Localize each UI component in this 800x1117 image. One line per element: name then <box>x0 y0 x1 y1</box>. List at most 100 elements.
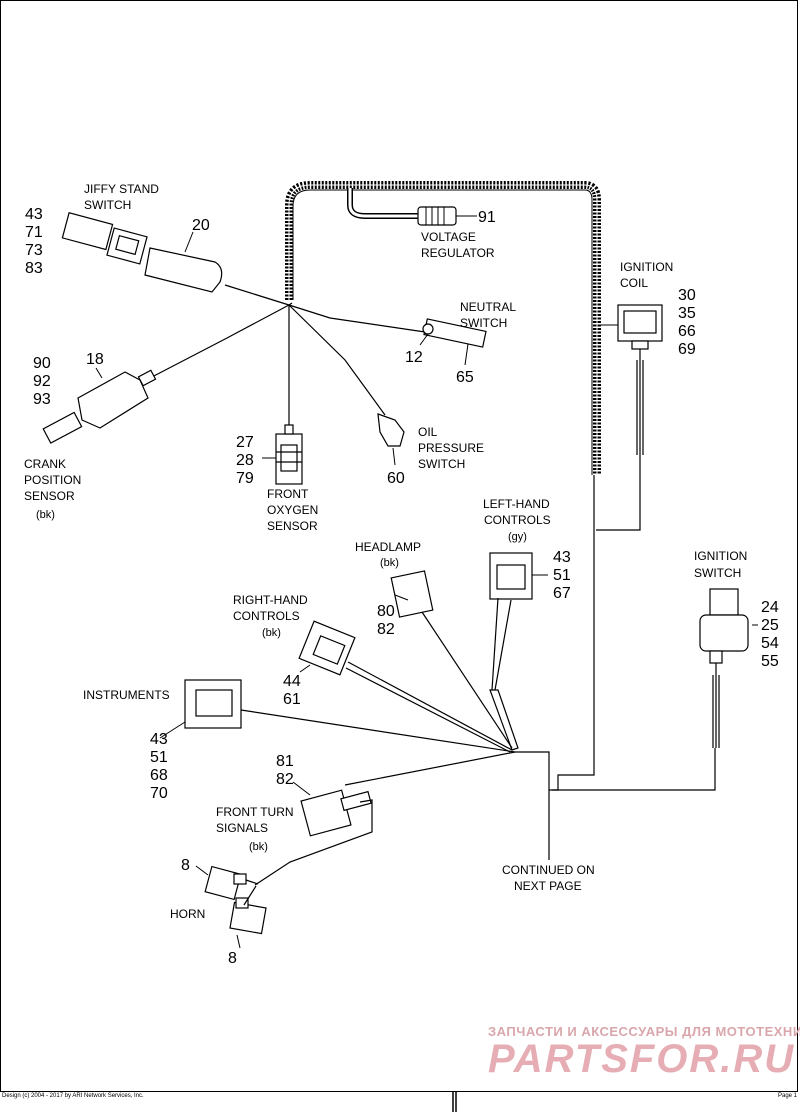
callout-jiffy-4: 83 <box>25 260 43 277</box>
watermark-line1: ЗАПЧАСТИ И АКСЕССУАРЫ ДЛЯ МОТОТЕХНИКИ <box>488 1024 800 1039</box>
callout-lh-3: 67 <box>553 585 571 602</box>
label-neutral-2: SWITCH <box>460 316 507 330</box>
label-lh-1: LEFT-HAND <box>483 497 550 511</box>
footer-page: Page 1 <box>778 1093 798 1099</box>
callout-coil-3: 66 <box>678 323 696 340</box>
horn-connectors <box>204 865 267 935</box>
callout-jiffy-3: 73 <box>25 242 43 259</box>
label-coil-1: IGNITION <box>620 260 673 274</box>
callout-coil-4: 69 <box>678 341 696 358</box>
label-continued-1: CONTINUED ON <box>502 863 595 877</box>
label-crank-4: (bk) <box>36 509 55 521</box>
right-hand-controls <box>298 620 513 753</box>
callout-jiffy-1: 43 <box>25 206 43 223</box>
ignition-switch <box>699 588 749 748</box>
label-lh-2: CONTROLS <box>484 513 551 527</box>
neutral-switch <box>422 318 487 348</box>
label-headlamp-2: (bk) <box>380 557 399 569</box>
label-turn-1: FRONT TURN <box>216 805 294 819</box>
front-turn-signals <box>254 751 516 886</box>
callout-headlamp-2: 82 <box>377 621 395 638</box>
label-vreg-1: VOLTAGE <box>421 230 476 244</box>
callout-leaders <box>95 215 758 949</box>
label-turn-3: (bk) <box>249 841 268 853</box>
label-turn-2: SIGNALS <box>216 821 268 835</box>
front-oxygen-sensor <box>275 424 303 485</box>
label-rh-3: (bk) <box>262 627 281 639</box>
oil-pressure-switch <box>377 413 405 447</box>
voltage-regulator-connector <box>347 188 470 226</box>
callout-jiffy-2: 71 <box>25 224 43 241</box>
callout-oxygen-1: 27 <box>236 434 254 451</box>
left-hand-controls <box>489 552 533 751</box>
label-crank-1: CRANK <box>24 457 66 471</box>
callout-rh-1: 44 <box>283 673 301 690</box>
main-harness-trunk <box>285 181 716 860</box>
callout-turn-2: 82 <box>276 771 294 788</box>
crank-position-sensor <box>42 369 157 444</box>
callout-headlamp-1: 80 <box>377 603 395 620</box>
label-jiffy-2: SWITCH <box>84 198 131 212</box>
callout-rh-2: 61 <box>283 691 301 708</box>
label-oil-3: SWITCH <box>418 457 465 471</box>
callout-crank-2: 92 <box>33 373 51 390</box>
callout-inst-1: 43 <box>150 731 168 748</box>
label-crank-3: SENSOR <box>24 489 75 503</box>
label-lh-3: (gy) <box>508 531 527 543</box>
callout-coil-1: 30 <box>678 287 696 304</box>
callout-ign-sw-4: 55 <box>761 653 779 670</box>
callout-crank-1: 90 <box>33 355 51 372</box>
callout-inst-2: 51 <box>150 749 168 766</box>
label-continued-2: NEXT PAGE <box>514 879 582 893</box>
ignition-coil <box>617 304 663 455</box>
label-neutral-1: NEUTRAL <box>460 300 516 314</box>
callout-lh-1: 43 <box>553 549 571 566</box>
label-oxygen-2: OXYGEN <box>267 503 318 517</box>
upper-branch-wires <box>149 284 426 425</box>
footer-copyright: Design (c) 2004 - 2017 by ARI Network Se… <box>2 1093 144 1099</box>
callout-jiffy-body: 20 <box>192 217 210 234</box>
label-crank-2: POSITION <box>24 473 81 487</box>
watermark: ЗАПЧАСТИ И АКСЕССУАРЫ ДЛЯ МОТОТЕХНИКИ PA… <box>488 1024 800 1081</box>
callout-ign-sw-1: 24 <box>761 599 779 616</box>
callout-turn-1: 81 <box>276 753 294 770</box>
label-rh-1: RIGHT-HAND <box>233 593 308 607</box>
label-oil-2: PRESSURE <box>418 441 484 455</box>
bottom-tick <box>452 1092 457 1112</box>
label-oil-1: OIL <box>418 425 438 439</box>
label-horn: HORN <box>170 907 205 921</box>
callout-oxygen-3: 79 <box>236 470 254 487</box>
callout-lh-2: 51 <box>553 567 571 584</box>
callout-oxygen-2: 28 <box>236 452 254 469</box>
callout-numbers: 43 71 73 83 20 91 30 35 66 69 18 90 92 9… <box>25 206 779 967</box>
label-oxygen-1: FRONT <box>267 487 309 501</box>
callout-oil: 60 <box>387 470 405 487</box>
instruments-connector <box>184 679 516 753</box>
callout-coil-2: 35 <box>678 305 696 322</box>
label-vreg-2: REGULATOR <box>421 246 495 260</box>
callout-crank-3: 93 <box>33 391 51 408</box>
label-oxygen-3: SENSOR <box>267 519 318 533</box>
label-rh-2: CONTROLS <box>233 609 300 623</box>
callout-horn-bottom: 8 <box>228 950 237 967</box>
label-coil-2: COIL <box>620 276 648 290</box>
callout-crank-body: 18 <box>86 351 104 368</box>
jiffy-stand-switch <box>61 212 223 293</box>
label-ign-sw-1: IGNITION <box>694 549 747 563</box>
label-instruments: INSTRUMENTS <box>83 688 170 702</box>
callout-ign-sw-2: 25 <box>761 617 779 634</box>
watermark-line2: PARTSFOR.RU <box>488 1037 795 1081</box>
callout-inst-3: 68 <box>150 767 168 784</box>
callout-neutral-b: 65 <box>456 369 474 386</box>
label-headlamp-1: HEADLAMP <box>355 540 421 554</box>
label-jiffy-1: JIFFY STAND <box>84 182 159 196</box>
callout-neutral-a: 12 <box>405 349 423 366</box>
headlamp-connector <box>390 570 513 749</box>
callout-vreg: 91 <box>478 209 496 226</box>
callout-inst-4: 70 <box>150 785 168 802</box>
label-ign-sw-2: SWITCH <box>694 566 741 580</box>
callout-ign-sw-3: 54 <box>761 635 779 652</box>
component-labels: JIFFY STAND SWITCH VOLTAGE REGULATOR IGN… <box>24 182 747 921</box>
diagram-frame <box>0 0 798 1092</box>
